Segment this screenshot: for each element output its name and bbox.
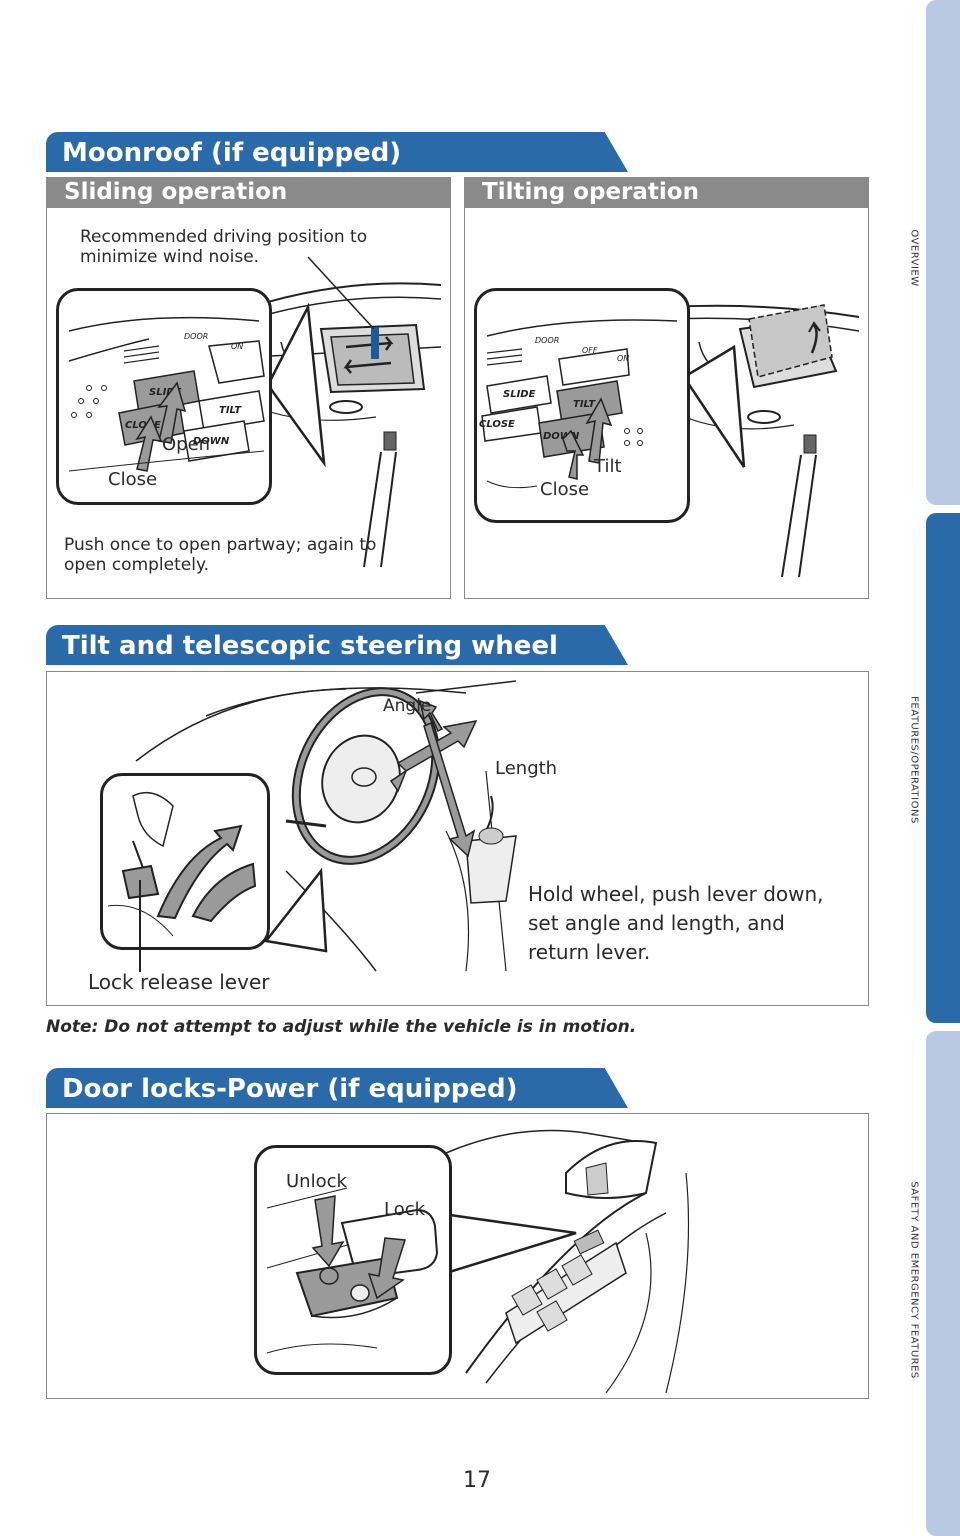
down-button-label: DOWN	[193, 436, 230, 447]
door-label-tilt: DOOR	[535, 336, 559, 345]
close-arrow-icon-tilt	[562, 429, 585, 480]
lock-release-lever-icon	[121, 864, 160, 900]
lever-push-arrow-icon	[156, 824, 243, 920]
doorlocks-section-title: Door locks-Power (if equipped)	[46, 1068, 628, 1108]
unlock-arrow-icon	[311, 1195, 345, 1268]
tilt-button-label-tilt: TILT	[573, 399, 596, 410]
tilting-illustration	[668, 304, 860, 578]
page-number: 17	[463, 1468, 491, 1493]
door-label: DOOR	[184, 332, 208, 341]
side-tab-label-features: FEATURES/OPERATIONS	[908, 696, 920, 824]
lock-arrow-icon	[367, 1237, 406, 1300]
side-tab-label-safety: SAFETY AND EMERGENCY FEATURES	[908, 1181, 920, 1379]
steering-instruction-line1: Hold wheel, push lever down,	[528, 882, 824, 906]
side-tab-label-overview: OVERVIEW	[908, 229, 920, 287]
slide-button-label: SLIDE	[149, 387, 182, 398]
lock-release-lever-label: Lock release lever	[88, 970, 270, 994]
tilting-switch-drawing: SLIDE CLOSE TILT DOWN DOOR OFF ON	[479, 319, 678, 489]
close-label-sliding: Close	[108, 469, 158, 490]
tilt-button-label: TILT	[219, 405, 242, 416]
moonroof-section-title: Moonroof (if equipped)	[46, 132, 628, 172]
doorlocks-illustration	[434, 1129, 690, 1394]
close-label-tilting: Close	[540, 479, 590, 500]
slide-button-label-tilt: SLIDE	[503, 389, 536, 400]
angle-arrow-down-icon	[423, 721, 476, 858]
on-label: ON	[231, 342, 243, 351]
close-button-label-tilt: CLOSE	[479, 419, 515, 430]
tilting-switch-inset: SLIDE CLOSE TILT DOWN DOOR OFF ON	[474, 288, 690, 523]
side-tab-safety[interactable]	[926, 1031, 960, 1536]
recommended-position-line1: Recommended driving position to	[80, 227, 368, 247]
off-label-tilt: OFF	[582, 346, 598, 355]
doorlock-switch-drawing	[266, 1187, 439, 1354]
steering-note: Note: Do not attempt to adjust while the…	[46, 1017, 637, 1037]
side-tab-overview[interactable]	[926, 0, 960, 505]
steering-illustration	[135, 680, 517, 972]
doorlocks-panel	[46, 1113, 869, 1399]
recommended-position-line2: minimize wind noise.	[80, 247, 260, 267]
open-arrow-icon	[157, 381, 187, 444]
side-tab-features[interactable]	[926, 513, 960, 1023]
tilting-operation-title: Tilting operation	[464, 177, 869, 207]
doorlock-switch-inset	[254, 1145, 452, 1375]
sliding-illustration	[250, 256, 442, 568]
steering-instruction-line2: set angle and length, and	[528, 911, 785, 935]
on-label-tilt: ON	[617, 354, 629, 363]
close-button-label: CLOSE	[125, 420, 161, 431]
sliding-switch-drawing: SLIDE CLOSE TILT DOWN DOOR ON	[68, 316, 265, 472]
close-arrow-icon	[135, 415, 163, 472]
tilt-arrow-icon	[585, 397, 613, 464]
tilting-operation-panel	[464, 207, 869, 599]
angle-label: Angle	[383, 696, 432, 716]
lever-drawing	[107, 791, 257, 937]
steering-instruction-line3: return lever.	[528, 940, 651, 964]
sliding-operation-title: Sliding operation	[46, 177, 451, 207]
unlock-label: Unlock	[286, 1171, 347, 1192]
length-label: Length	[495, 758, 558, 779]
lever-leader-line	[139, 880, 141, 972]
steering-panel	[46, 671, 869, 1006]
tilt-label: Tilt	[594, 456, 622, 477]
push-once-line2: open completely.	[64, 555, 209, 575]
open-label: Open	[162, 434, 211, 455]
sliding-operation-panel	[46, 207, 451, 599]
angle-arrow-up-icon	[418, 699, 444, 733]
steering-section-title: Tilt and telescopic steering wheel	[46, 625, 628, 665]
push-once-line1: Push once to open partway; again to	[64, 535, 377, 555]
sliding-switch-inset: SLIDE CLOSE TILT DOWN DOOR ON	[56, 288, 272, 505]
lock-label: Lock	[384, 1199, 426, 1220]
lever-inset	[100, 773, 270, 950]
down-button-label-tilt: DOWN	[543, 431, 580, 442]
